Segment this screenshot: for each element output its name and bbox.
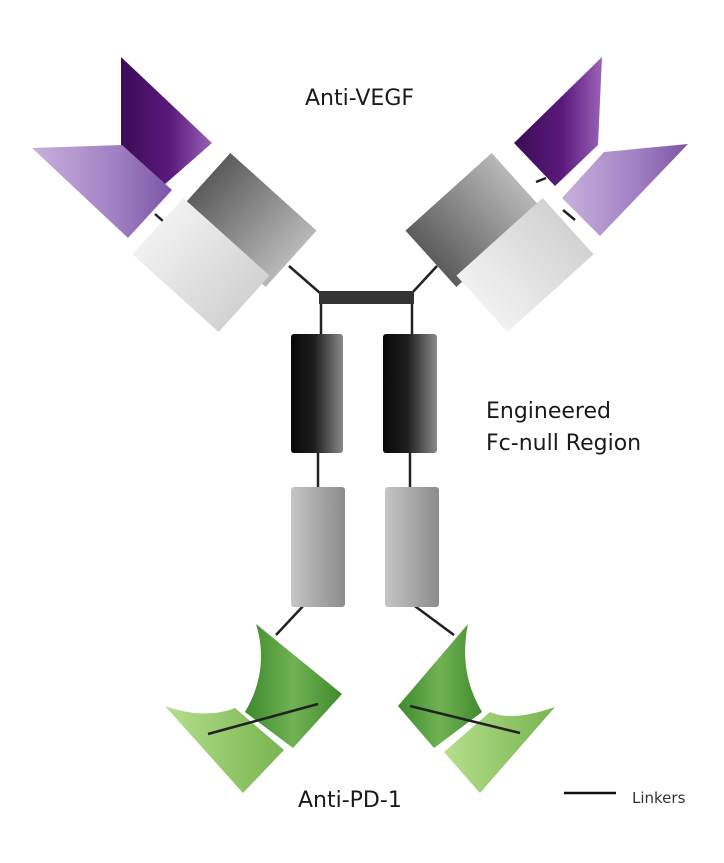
right-pd1-linker	[409, 704, 521, 735]
right-pd1-heavy-domain	[398, 624, 482, 748]
right-ch3-domain	[385, 487, 439, 607]
left-ch1-domain	[179, 152, 317, 288]
left-ch2-domain	[291, 334, 343, 453]
right-ch2-domain	[383, 334, 437, 453]
right-vl-domain	[562, 144, 688, 236]
linker-right-arm-top	[411, 265, 438, 294]
fc-region-label: Engineered Fc-null Region	[486, 396, 641, 460]
left-pd1-light-domain	[165, 706, 284, 793]
linker-left-vl	[154, 213, 165, 223]
left-vl-domain	[32, 145, 172, 238]
left-pd1-linker	[207, 702, 319, 736]
linker-right-pd1	[411, 602, 455, 637]
right-fab-arm	[405, 57, 688, 333]
right-vh-domain	[514, 57, 602, 186]
right-ch1-domain	[405, 152, 543, 288]
linker-left-arm-top	[288, 265, 321, 294]
left-pd1-scfv	[165, 624, 342, 793]
left-vh-domain	[121, 57, 212, 185]
linker-right-vh	[535, 176, 547, 184]
linker-left-pd1	[275, 603, 306, 636]
right-pd1-scfv	[398, 624, 555, 793]
hinge-bar	[319, 291, 414, 304]
fc-region-label-line1: Engineered	[486, 399, 611, 424]
left-ch3-domain	[291, 487, 345, 607]
fc-region-label-line2: Fc-null Region	[486, 431, 642, 456]
anti-vegf-label: Anti-VEGF	[305, 86, 415, 111]
linker-lines	[154, 132, 576, 637]
anti-pd1-label: Anti-PD-1	[298, 788, 402, 813]
linker-right-vl	[562, 209, 576, 221]
left-fab-arm	[32, 57, 317, 333]
right-pd1-light-domain	[444, 707, 555, 793]
legend-linkers-label: Linkers	[632, 789, 686, 807]
right-cl-domain	[456, 197, 594, 333]
left-cl-domain	[132, 197, 270, 333]
